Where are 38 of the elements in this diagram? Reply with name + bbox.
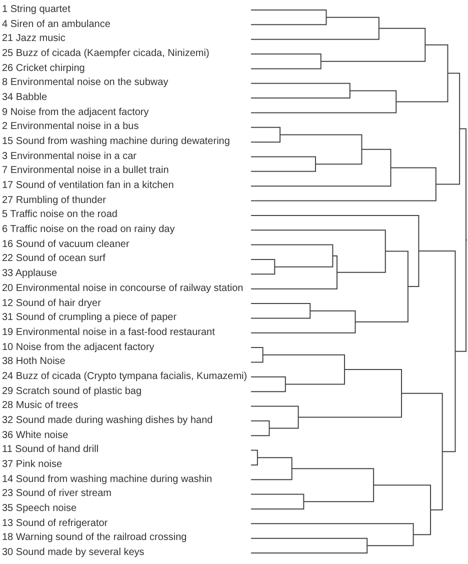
leaf-label: 31 Sound of crumpling a piece of paper: [2, 312, 177, 324]
leaf-label: 29 Scratch sound of plastic bag: [2, 386, 142, 398]
leaf-label: 6 Traffic noise on the road on rainy day: [2, 224, 175, 236]
leaf-label: 7 Environmental noise in a bullet train: [2, 165, 169, 178]
leaf-label: 4 Siren of an ambulance: [2, 18, 110, 31]
leaf-label: 37 Pink noise: [2, 458, 62, 471]
leaf-label: 27 Rumbling of thunder: [2, 194, 106, 207]
leaf-label: 24 Buzz of cicada (Crypto tympana facialis, Kumazemi): [2, 370, 248, 383]
leaf-label: 11 Sound of hand drill: [2, 444, 99, 456]
leaf-label: 10 Noise from the adjacent factory: [2, 342, 154, 354]
leaf-label: 12 Sound of hair dryer: [2, 298, 101, 310]
leaf-label: 15 Sound from washing machine during dewatering: [2, 136, 230, 148]
leaf-label: 25 Buzz of cicada (Kaempfer cicada, Ninizemi): [2, 48, 210, 60]
leaf-label: 23 Sound of river stream: [2, 488, 112, 500]
leaf-label: 28 Music of trees: [2, 400, 78, 412]
leaf-label: 30 Sound made by several keys: [2, 547, 144, 559]
leaf-label: 36 White noise: [2, 430, 68, 442]
leaf-label: 22 Sound of ocean surf: [2, 253, 106, 266]
leaf-label: 18 Warning sound of the railroad crossing: [2, 532, 187, 544]
leaf-label: 20 Environmental noise in concourse of railway station: [2, 282, 244, 295]
leaf-label: 17 Sound of ventilation fan in a kitchen: [2, 180, 174, 192]
leaf-label: 3 Environmental noise in a car: [2, 150, 137, 163]
leaf-label: 8 Environmental noise on the subway: [2, 77, 168, 90]
leaf-label: 34 Babble: [2, 92, 48, 104]
leaf-label: 9 Noise from the adjacent factory: [2, 106, 149, 119]
leaf-label: 13 Sound of refrigerator: [2, 518, 108, 530]
leaf-label: 19 Environmental noise in a fast-food restaurant: [2, 326, 215, 339]
leaf-label: 38 Hoth Noise: [2, 356, 66, 368]
leaf-label: 16 Sound of vacuum cleaner: [2, 238, 130, 251]
leaf-label: 2 Environmental noise in a bus: [2, 121, 139, 134]
leaf-label: 14 Sound from washing machine during washin: [2, 474, 212, 486]
leaf-label: 33 Applause: [2, 268, 58, 280]
leaf-label: 32 Sound made during washing dishes by hand: [2, 414, 213, 427]
leaf-label: 1 String quartet: [2, 4, 70, 16]
leaf-label: 26 Cricket chirping: [2, 62, 85, 75]
leaf-label: 5 Traffic noise on the road: [2, 209, 118, 222]
leaf-label: 35 Speech noise: [2, 502, 77, 515]
leaf-label: 21 Jazz music: [2, 33, 66, 46]
